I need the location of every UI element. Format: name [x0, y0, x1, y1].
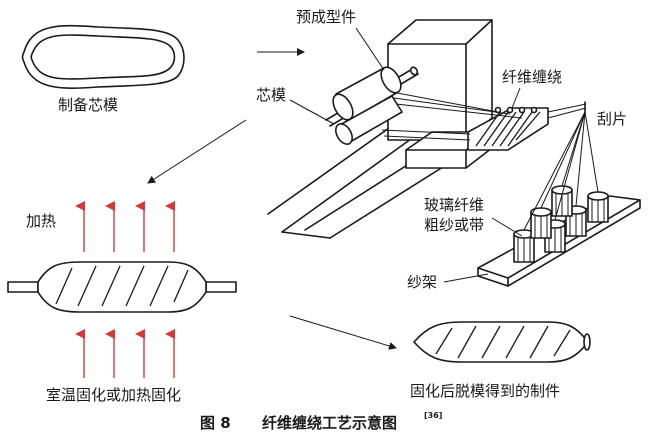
label-preform: 预成型件 [296, 8, 356, 26]
bobbin [551, 185, 573, 217]
label-glass-fiber-1: 玻璃纤维 [424, 196, 484, 214]
empty-mandrel [21, 24, 185, 89]
bobbin [530, 207, 552, 239]
wound-mandrel [7, 261, 237, 313]
label-mandrel: 芯模 [256, 86, 286, 104]
label-creel: 纱架 [407, 273, 437, 291]
arrow-to-cure [147, 119, 247, 184]
heat-arrows-bottom [75, 329, 175, 378]
arrow-to-demold [289, 315, 397, 350]
leader-fiber-winding [511, 87, 521, 109]
caption-reference: [36] [424, 411, 442, 420]
bobbin [513, 229, 535, 263]
leader-glass-fiber [491, 217, 523, 237]
roving-lines [523, 111, 599, 231]
figure-caption: 图 8 纤维缠绕工艺示意图 [36] [200, 411, 442, 432]
bobbin [587, 191, 609, 223]
label-cure: 室温固化或加热固化 [46, 386, 181, 404]
heat-arrows-top [75, 201, 175, 252]
leader-creel [443, 273, 489, 283]
caption-title: 纤维缠绕工艺示意图 [262, 414, 397, 432]
label-demold: 固化后脱模得到的制件 [410, 382, 560, 400]
label-glass-fiber-2: 粗纱或带 [424, 216, 484, 234]
caption-prefix: 图 8 [200, 414, 231, 432]
leader-preform [355, 27, 385, 71]
final-part [413, 321, 591, 363]
label-fiber-winding: 纤维缠绕 [502, 68, 562, 86]
label-heating: 加热 [26, 212, 56, 230]
leader-mandrel [289, 99, 335, 125]
label-prepare-mandrel: 制备芯模 [58, 96, 118, 114]
label-scraper: 刮片 [597, 110, 627, 128]
bobbins [513, 185, 609, 263]
winding-machine [267, 19, 587, 239]
